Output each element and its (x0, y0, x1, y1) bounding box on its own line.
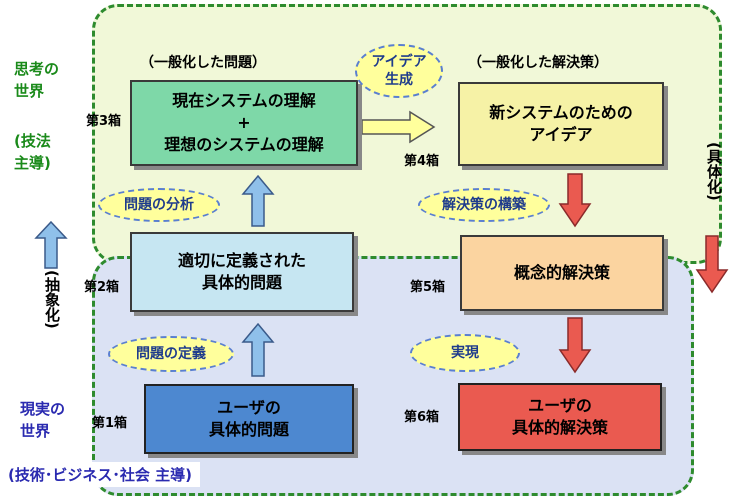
box1-user-concrete-problem: ユーザの 具体的問題 (144, 384, 354, 454)
up-arrow-icon (241, 322, 275, 377)
box6-user-concrete-solution: ユーザの 具体的解決策 (458, 383, 662, 451)
right-arrow-icon (361, 110, 436, 144)
box5-number: 第5箱 (410, 280, 446, 295)
real-led-label: (技術･ビジネス･社会 主導) (0, 462, 200, 487)
idea-generation-ellipse: アイデア 生成 (355, 44, 443, 98)
box5-conceptual-solution: 概念的解決策 (460, 235, 664, 311)
abstraction-label: (抽象化) (43, 270, 61, 329)
box1-number: 第1箱 (92, 416, 128, 431)
box2-number: 第2箱 (84, 280, 120, 295)
box4-number: 第4箱 (404, 154, 440, 169)
problem-definition-ellipse: 問題の定義 (108, 336, 234, 372)
box6-number: 第6箱 (404, 410, 440, 425)
problem-analysis-ellipse: 問題の分析 (98, 188, 220, 222)
box3-number: 第3箱 (86, 114, 122, 129)
real-world-label: 現実の 世界 (20, 400, 66, 440)
solution-construction-ellipse: 解決策の構築 (418, 188, 550, 222)
technique-led-label: (技法 主導) (14, 132, 51, 172)
thinking-world-label: 思考の 世界 (14, 60, 60, 100)
up-arrow-icon (241, 174, 275, 227)
concretization-label: (具体化) (705, 142, 723, 201)
box4-new-system-idea: 新システムのための アイデア (458, 82, 664, 166)
generalized-problem-heading: （一般化した問題） (140, 55, 266, 71)
generalized-solution-heading: （一般化した解決策） (468, 55, 608, 71)
box3-current-ideal-system-understanding: 現在システムの理解 + 理想のシステムの理解 (130, 80, 358, 166)
down-arrow-icon (558, 317, 592, 374)
realization-ellipse: 実現 (410, 334, 520, 372)
concretization-down-arrow-icon (695, 235, 729, 294)
abstraction-up-arrow-icon (34, 220, 68, 269)
box2-defined-concrete-problem: 適切に定義された 具体的問題 (130, 232, 354, 312)
down-arrow-icon (558, 173, 592, 228)
